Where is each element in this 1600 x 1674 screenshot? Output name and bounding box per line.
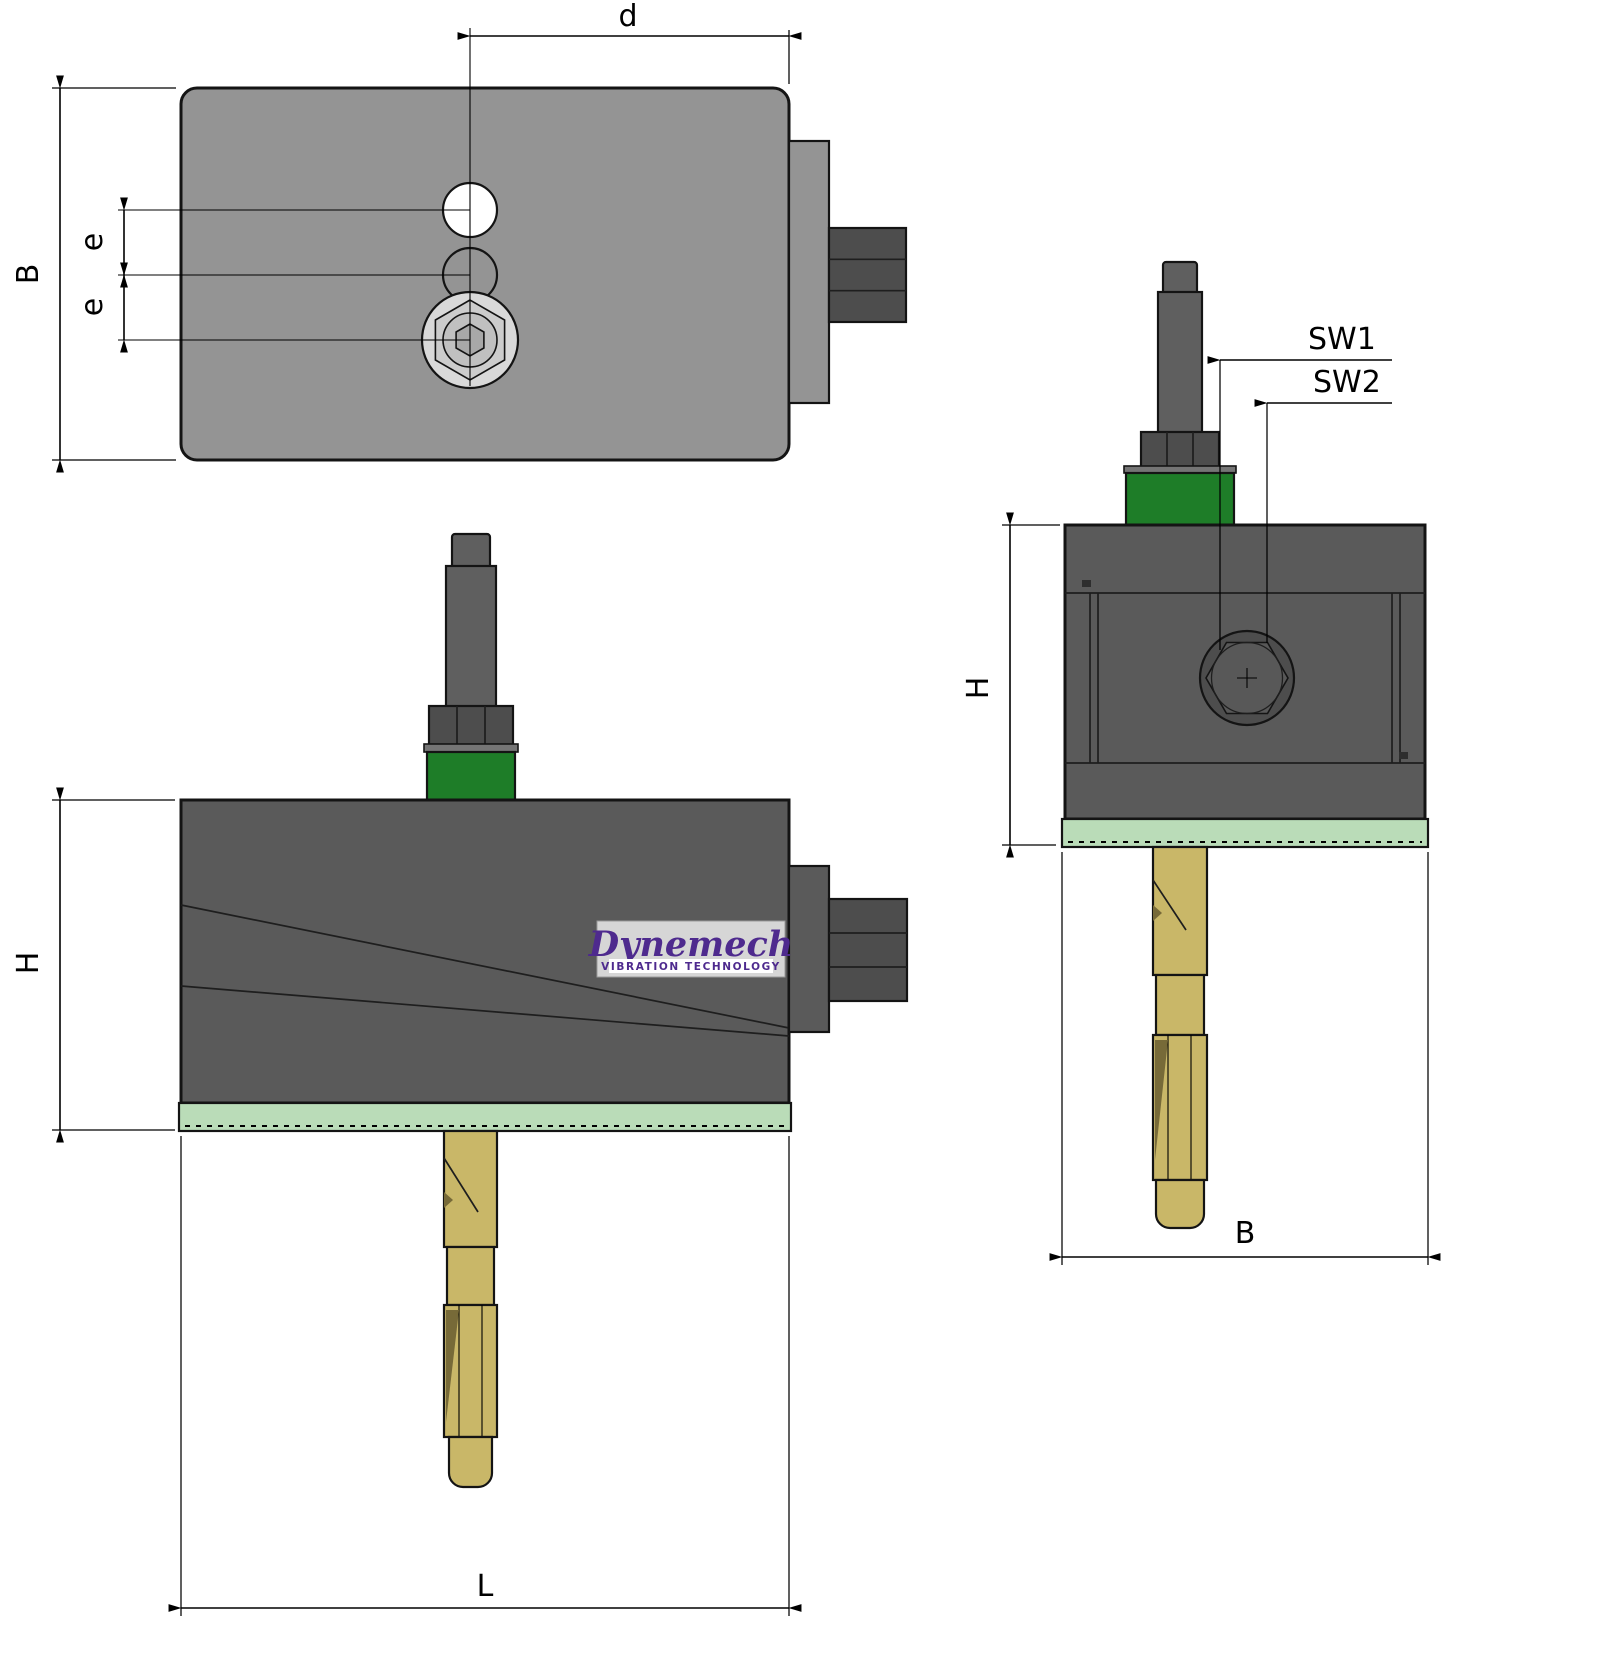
base-pad-side [1060, 817, 1430, 849]
top-side-flange [787, 139, 831, 405]
adjustment-hex-nut [827, 897, 909, 1003]
top-view-part [118, 28, 908, 462]
dim-label-L: L [477, 1569, 494, 1604]
front-view-part: Dynemech VIBRATION TECHNOLOGY [177, 532, 909, 1489]
anchor-tip-side [1154, 1178, 1206, 1230]
dim-label-SW2: SW2 [1313, 365, 1381, 400]
stud-hex-nut-side [1139, 430, 1221, 470]
front-view-dimensions: H L [11, 787, 802, 1616]
expansion-sleeve [442, 1303, 499, 1439]
brand-logo: Dynemech VIBRATION TECHNOLOGY [588, 920, 793, 978]
top-view-dimensions: d B e e [11, 0, 802, 473]
expansion-sleeve-side [1151, 1033, 1209, 1182]
leveling-stud [423, 532, 519, 804]
side-view: H B SW1 SW2 [961, 260, 1441, 1265]
anchor-bolt-side [1151, 845, 1209, 1230]
washer-plate [423, 743, 519, 753]
dim-label-H-side: H [961, 677, 996, 700]
logo-wordmark: Dynemech [588, 924, 793, 965]
dim-label-d: d [618, 0, 637, 34]
stud-hex-nut [427, 704, 515, 748]
centerlines [118, 28, 471, 386]
dim-label-H: H [11, 952, 46, 975]
dim-label-SW1: SW1 [1308, 322, 1376, 357]
dim-label-e1: e [75, 233, 110, 251]
top-side-hex-nut [827, 226, 908, 324]
wedge-line-lower [180, 985, 790, 1037]
side-view-dimensions: H B SW1 SW2 [961, 322, 1441, 1265]
dim-label-B: B [11, 264, 46, 285]
front-view: Dynemech VIBRATION TECHNOLOGY [11, 532, 909, 1616]
top-view: d B e e [11, 0, 908, 473]
elastomer-bushing-side [1124, 471, 1236, 527]
anchor-tip [447, 1435, 494, 1489]
side-flange [787, 864, 831, 1034]
anchor-bolt [442, 1129, 499, 1489]
dim-label-e2: e [75, 298, 110, 316]
base-pad [177, 1101, 793, 1133]
center-hex-bolt-head [1198, 629, 1296, 727]
body-inner-structure [1065, 580, 1425, 764]
logo-tagline-strip [609, 959, 773, 973]
logo-tagline: VIBRATION TECHNOLOGY [601, 961, 781, 973]
wedge-line-upper [180, 904, 790, 1029]
elastomer-bushing [425, 750, 517, 804]
leveling-stud-side [1123, 260, 1237, 527]
dim-label-B-side: B [1235, 1216, 1256, 1251]
side-view-part [1060, 260, 1430, 1230]
